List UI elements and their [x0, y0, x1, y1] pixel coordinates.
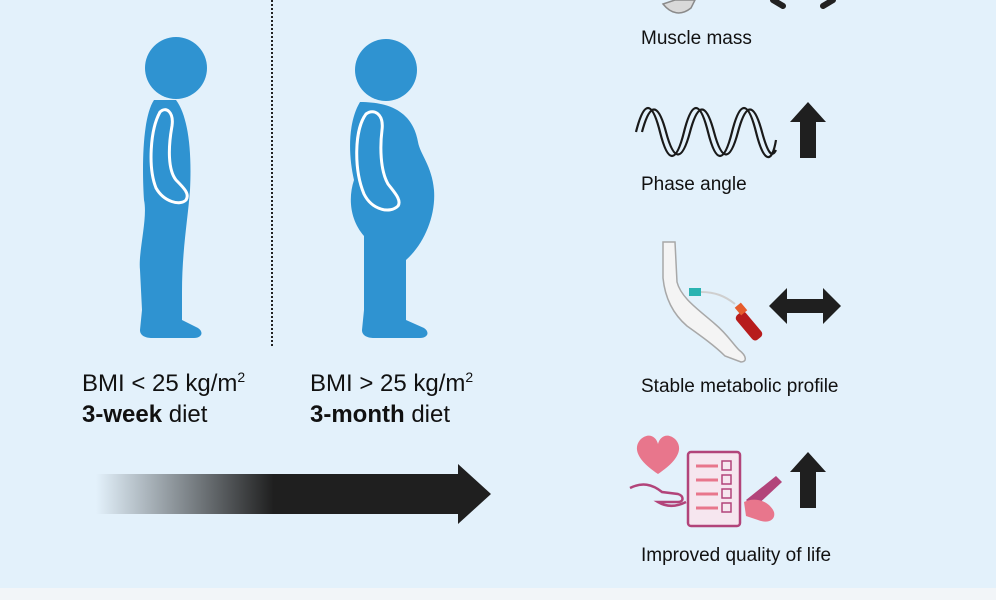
muscle-icon [661, 0, 836, 14]
obese-duration-bold: 3-month [310, 401, 405, 428]
sine-wave-icon [634, 107, 778, 159]
lean-bmi-text: BMI < 25 kg/m [82, 370, 238, 397]
outcome-label-phase-angle: Phase angle [641, 174, 747, 195]
increase-arrow-icon [790, 452, 826, 508]
bottom-border [0, 588, 996, 600]
obese-duration-line: 3-month diet [310, 399, 473, 430]
group-divider [271, 0, 273, 346]
lean-bmi-line: BMI < 25 kg/m2 [82, 362, 245, 399]
obese-person-icon [350, 39, 435, 338]
obese-bmi-text: BMI > 25 kg/m [310, 370, 466, 397]
no-change-arrow-icon [769, 288, 841, 324]
lean-duration-rest: diet [162, 401, 208, 428]
blood-draw-arm-icon [662, 241, 763, 363]
lean-bmi-exponent: 2 [237, 369, 246, 385]
obese-bmi-exponent: 2 [465, 369, 474, 385]
time-arrow-icon [96, 464, 491, 524]
lean-group-label: BMI < 25 kg/m2 3-week diet [82, 362, 245, 430]
outcome-label-quality-of-life: Improved quality of life [641, 545, 832, 566]
outcome-label-muscle-mass: Muscle mass [641, 28, 752, 49]
lean-duration-bold: 3-week [82, 401, 163, 428]
outcome-label-metabolic-profile: Stable metabolic profile [641, 376, 839, 397]
obese-duration-rest: diet [404, 401, 451, 428]
lean-person-icon [139, 37, 207, 338]
increase-arrow-icon [790, 102, 826, 158]
obese-group-label: BMI > 25 kg/m2 3-month diet [310, 362, 473, 430]
heart-checklist-icon [629, 435, 782, 528]
obese-bmi-line: BMI > 25 kg/m2 [310, 362, 473, 399]
lean-duration-line: 3-week diet [82, 399, 245, 430]
